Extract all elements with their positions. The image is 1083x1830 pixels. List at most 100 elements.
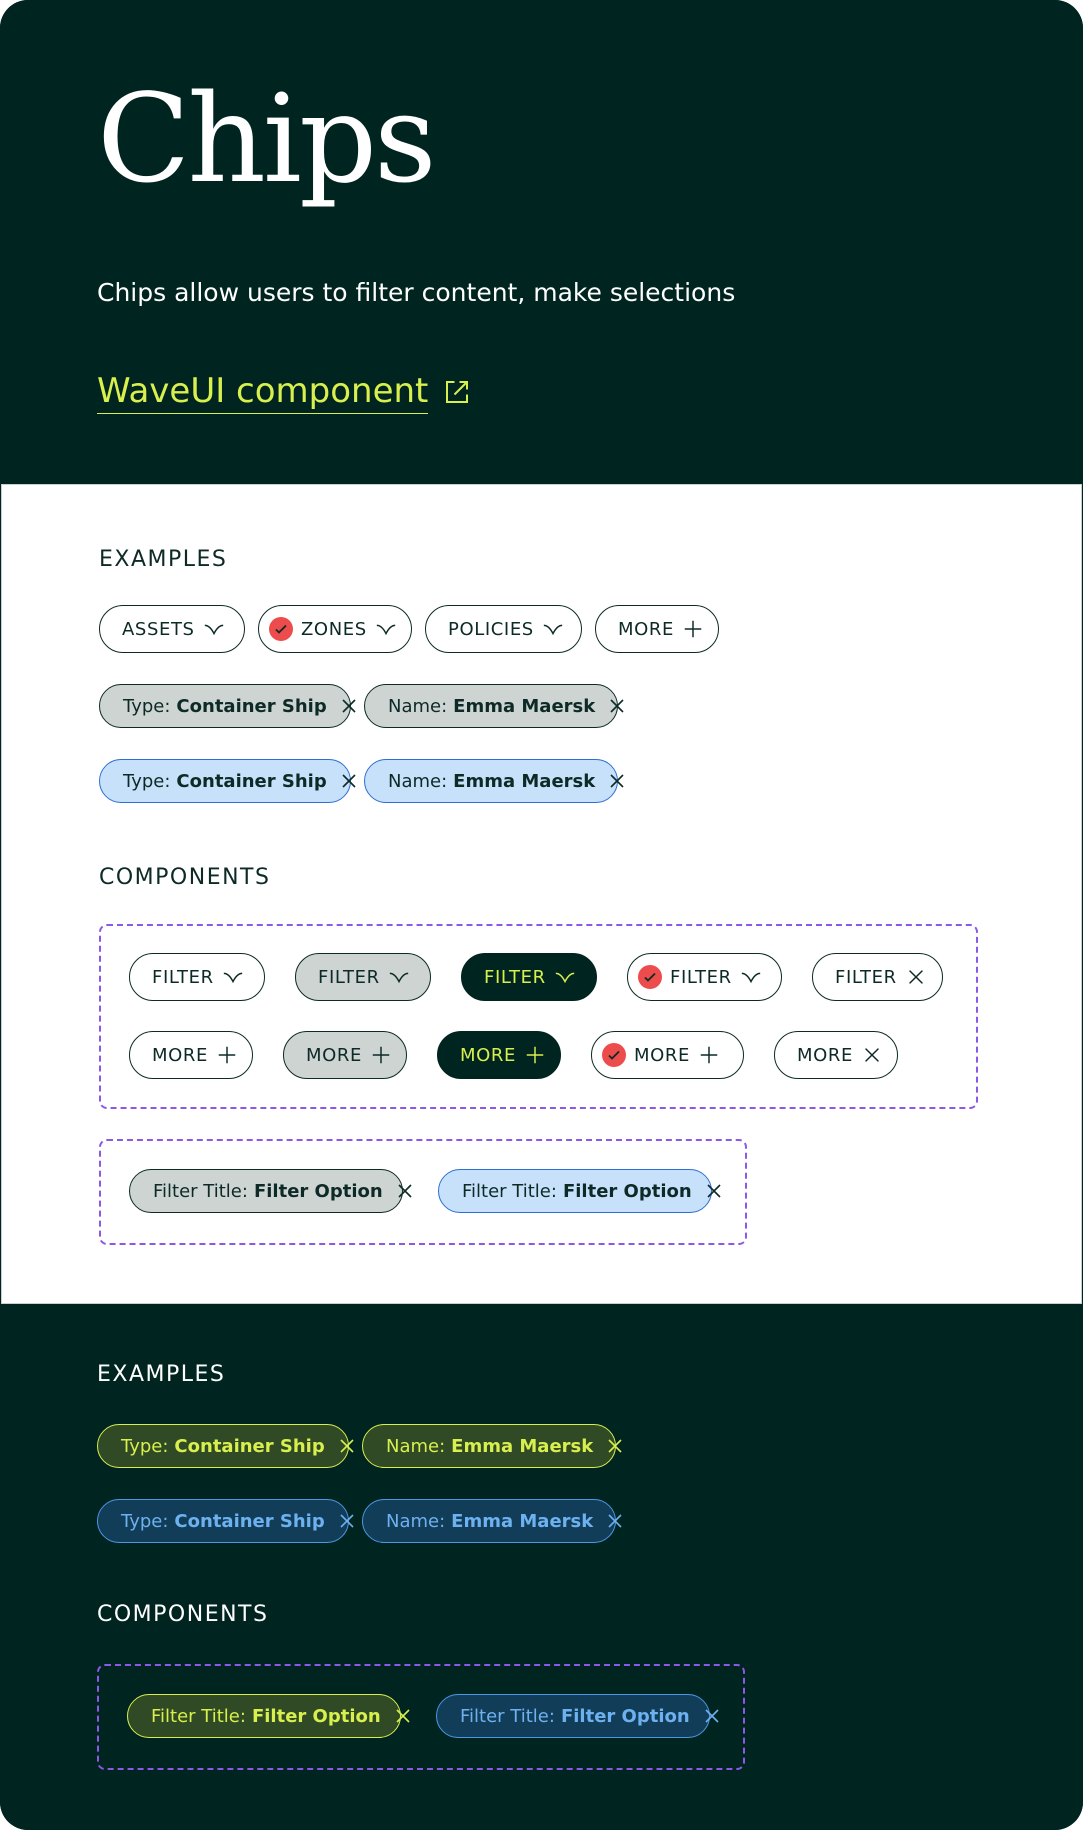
chip-key: Filter Title:: [151, 1705, 246, 1727]
chip-value: Filter Option: [560, 1705, 690, 1727]
chip-more-hover[interactable]: MORE: [283, 1031, 407, 1079]
chip-more-active[interactable]: MORE: [437, 1031, 561, 1079]
chip-value: Container Ship: [174, 1435, 325, 1457]
chip-more[interactable]: MORE: [595, 605, 719, 653]
chip-label: FILTER: [152, 966, 214, 988]
external-link-icon: [446, 380, 469, 403]
chip-name-filter[interactable]: Name: Emma Maersk: [364, 684, 624, 728]
close-icon[interactable]: [395, 1181, 415, 1201]
example-chip-row: ASSETS ZONES POLICIES MORE: [99, 605, 719, 653]
chip-type-filter-dark-selected[interactable]: Type: Container Ship: [97, 1499, 354, 1543]
close-icon[interactable]: [337, 1436, 357, 1456]
chip-name-filter-dark-selected[interactable]: Name: Emma Maersk: [362, 1499, 622, 1543]
chip-key: Type:: [121, 1510, 169, 1532]
chip-label: FILTER: [670, 966, 732, 988]
close-icon[interactable]: [702, 1706, 722, 1726]
page-description: Chips allow users to filter content, mak…: [97, 278, 736, 307]
chip-name-filter-dark[interactable]: Name: Emma Maersk: [362, 1424, 622, 1468]
chip-more-default[interactable]: MORE: [129, 1031, 253, 1079]
chip-value: Emma Maersk: [453, 770, 596, 792]
close-icon[interactable]: [337, 1511, 357, 1531]
chip-filter-hover[interactable]: FILTER: [295, 953, 431, 1001]
page-title: Chips: [97, 68, 437, 210]
chip-label: POLICIES: [448, 618, 534, 640]
close-icon[interactable]: [339, 771, 359, 791]
chip-key: Filter Title:: [462, 1180, 557, 1202]
hero-section: Chips Chips allow users to filter conten…: [0, 0, 1083, 484]
chip-type-filter[interactable]: Type: Container Ship: [99, 684, 356, 728]
chip-label: MORE: [152, 1044, 208, 1066]
chip-key: Name:: [386, 1510, 446, 1532]
plus-icon: [700, 1046, 718, 1064]
chip-key: Name:: [386, 1435, 446, 1457]
waveui-component-link[interactable]: WaveUI component: [97, 370, 472, 414]
close-icon[interactable]: [905, 966, 927, 988]
chevron-wave-down-icon: [555, 972, 574, 984]
chip-filter-option-selected[interactable]: Filter Title: Filter Option: [438, 1169, 721, 1213]
close-icon[interactable]: [339, 696, 359, 716]
plus-icon: [526, 1046, 544, 1064]
chip-filter-checked[interactable]: FILTER: [627, 953, 782, 1001]
close-icon[interactable]: [607, 696, 627, 716]
close-icon[interactable]: [704, 1181, 724, 1201]
check-circle-icon: [638, 965, 662, 989]
dark-theme-section: EXAMPLES Type: Container Ship Name: Emma…: [0, 1304, 1083, 1830]
chip-name-filter-selected[interactable]: Name: Emma Maersk: [364, 759, 624, 803]
chip-value: Container Ship: [174, 1510, 325, 1532]
chip-value: Container Ship: [176, 695, 327, 717]
filter-variant-row: FILTER FILTER FILTER FILTER FILTER: [129, 953, 943, 1001]
chip-label: FILTER: [484, 966, 546, 988]
chip-label: FILTER: [835, 966, 897, 988]
chip-type-filter-dark[interactable]: Type: Container Ship: [97, 1424, 354, 1468]
chip-value: Container Ship: [176, 770, 327, 792]
kv-variant-row-dark: Filter Title: Filter Option Filter Title…: [127, 1694, 719, 1738]
chip-key: Name:: [388, 770, 448, 792]
lime-filter-chip-row: Type: Container Ship Name: Emma Maersk: [97, 1424, 622, 1468]
chip-filter-option-default[interactable]: Filter Title: Filter Option: [129, 1169, 412, 1213]
plus-icon: [372, 1046, 390, 1064]
chevron-wave-down-icon: [543, 624, 563, 636]
close-icon[interactable]: [605, 1436, 625, 1456]
chip-policies[interactable]: POLICIES: [425, 605, 582, 653]
grey-filter-chip-row: Type: Container Ship Name: Emma Maersk: [99, 684, 624, 728]
chip-value: Filter Option: [251, 1705, 381, 1727]
chip-type-filter-selected[interactable]: Type: Container Ship: [99, 759, 356, 803]
close-icon[interactable]: [861, 1044, 883, 1066]
chevron-wave-down-icon: [741, 972, 760, 984]
components-heading: COMPONENTS: [97, 1602, 269, 1627]
plus-icon: [218, 1046, 236, 1064]
close-icon[interactable]: [605, 1511, 625, 1531]
chip-key: Type:: [123, 695, 171, 717]
chip-value: Emma Maersk: [451, 1435, 594, 1457]
chip-more-checked[interactable]: MORE: [591, 1031, 744, 1079]
chip-key: Name:: [388, 695, 448, 717]
chip-filter-option-dark-default[interactable]: Filter Title: Filter Option: [127, 1694, 410, 1738]
waveui-component-link-label: WaveUI component: [97, 370, 429, 414]
plus-icon: [684, 620, 702, 638]
chip-assets[interactable]: ASSETS: [99, 605, 245, 653]
chip-label: ASSETS: [122, 618, 195, 640]
close-icon[interactable]: [607, 771, 627, 791]
chip-filter-option-dark-selected[interactable]: Filter Title: Filter Option: [436, 1694, 719, 1738]
close-icon[interactable]: [393, 1706, 413, 1726]
navy-filter-chip-row: Type: Container Ship Name: Emma Maersk: [97, 1499, 622, 1543]
components-heading: COMPONENTS: [99, 865, 271, 890]
chip-filter-removable[interactable]: FILTER: [812, 953, 943, 1001]
chip-value: Emma Maersk: [453, 695, 596, 717]
chip-filter-default[interactable]: FILTER: [129, 953, 265, 1001]
chip-label: MORE: [460, 1044, 516, 1066]
check-circle-icon: [602, 1043, 626, 1067]
examples-heading: EXAMPLES: [97, 1362, 226, 1387]
chevron-wave-down-icon: [376, 624, 395, 636]
examples-heading: EXAMPLES: [99, 547, 228, 572]
chip-filter-active[interactable]: FILTER: [461, 953, 597, 1001]
chip-zones[interactable]: ZONES: [258, 605, 412, 653]
chevron-wave-down-icon: [204, 624, 223, 636]
chip-value: Filter Option: [562, 1180, 692, 1202]
chip-label: MORE: [306, 1044, 362, 1066]
blue-filter-chip-row: Type: Container Ship Name: Emma Maersk: [99, 759, 624, 803]
component-kv-box-dark: [97, 1664, 745, 1770]
chip-key: Type:: [123, 770, 171, 792]
chip-more-removable[interactable]: MORE: [774, 1031, 898, 1079]
